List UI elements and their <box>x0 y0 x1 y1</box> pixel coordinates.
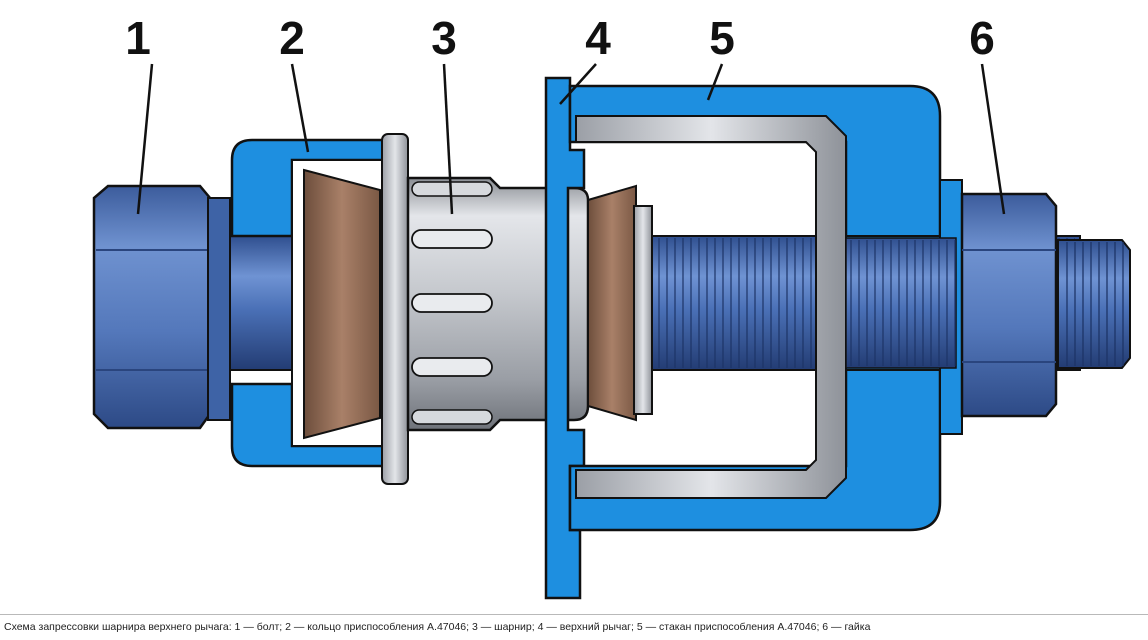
bushing-right <box>587 184 653 422</box>
callout-numbers: 1 2 3 4 5 6 <box>125 12 995 64</box>
leader-line-4 <box>559 63 597 105</box>
callout-number-4: 4 <box>585 12 611 64</box>
callout-number-3: 3 <box>431 12 457 64</box>
leader-line-1 <box>136 63 154 215</box>
bushing-left <box>303 168 381 440</box>
upper-arm <box>544 76 586 600</box>
leader-line-5 <box>706 63 724 101</box>
caption-divider <box>0 614 1148 615</box>
nut <box>960 192 1058 418</box>
ball-joint <box>381 133 590 485</box>
leader-line-2 <box>290 63 310 153</box>
callout-number-2: 2 <box>279 12 305 64</box>
callout-number-1: 1 <box>125 12 151 64</box>
callout-number-6: 6 <box>969 12 995 64</box>
callout-number-5: 5 <box>709 12 735 64</box>
leader-line-6 <box>980 63 1006 215</box>
leader-lines <box>136 63 1006 215</box>
bolt-head <box>92 184 231 430</box>
leader-line-3 <box>442 63 454 215</box>
figure-caption: Схема запрессовки шарнира верхнего рычаг… <box>4 621 871 633</box>
press-fit-diagram: 1 2 3 4 5 6 <box>92 12 1131 600</box>
